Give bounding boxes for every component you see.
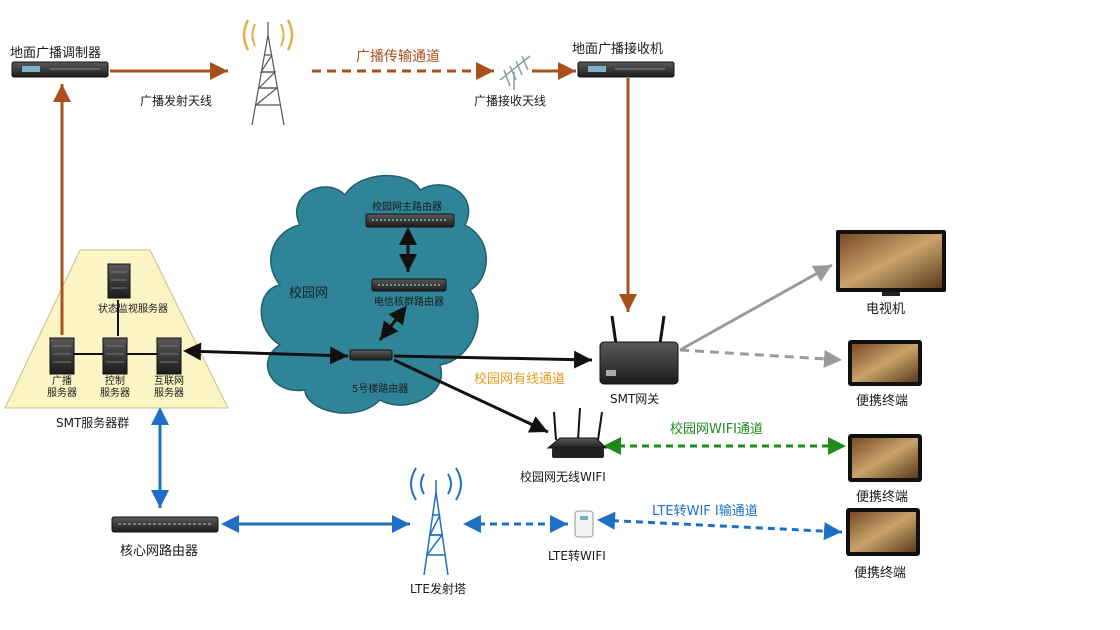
- modulator-label: 地面广播调制器: [10, 46, 102, 61]
- broadcast-server-label: 广播 服务器: [47, 376, 77, 399]
- lte-wifi-label: LTE转WIFI: [548, 549, 606, 563]
- tx-antenna-label: 广播发射天线: [140, 94, 213, 108]
- tv-device: [836, 230, 946, 296]
- receiver-device: [577, 61, 675, 78]
- status-server-device: [107, 263, 131, 299]
- internet-server-device: [156, 337, 182, 375]
- lte-tower-icon: [410, 467, 462, 576]
- building5-router-label: 5号楼路由器: [352, 384, 409, 395]
- portable3-label: 便携终端: [854, 566, 907, 581]
- campus-net-label: 校园网: [289, 286, 329, 301]
- arrow-gateway-portable1: [679, 348, 843, 368]
- internet-server-label: 互联网 服务器: [154, 376, 184, 399]
- smt-gateway-label: SMT网关: [610, 392, 660, 406]
- smt-gateway-device: [599, 315, 679, 385]
- status-server-label: 状态监视服务器: [98, 304, 168, 315]
- arrow-telecom-building5: [378, 305, 407, 341]
- rx-antenna-icon: [499, 55, 531, 90]
- portable2-label: 便携终端: [856, 490, 909, 505]
- telecom-router-label: 电信核群路由器: [374, 297, 444, 308]
- building5-router-device: [349, 349, 393, 361]
- modulator-device: [11, 61, 109, 78]
- control-server-device: [102, 337, 128, 375]
- wired-channel-label: 校园网有线通道: [474, 372, 566, 387]
- campus-main-router-device: [365, 213, 455, 228]
- arrow-building5-gateway: [393, 350, 593, 369]
- lte-tower-label: LTE发射塔: [410, 582, 466, 596]
- arrow-lte-wifi-portable3: [597, 511, 843, 541]
- lte-channel-label: LTE转WIF I输通道: [652, 504, 758, 519]
- campus-wifi-label: 校园网无线WIFI: [520, 470, 606, 484]
- rx-antenna-label: 广播接收天线: [474, 94, 547, 108]
- lte-wifi-device: [574, 510, 594, 538]
- portable2-device: [848, 434, 922, 482]
- smt-cluster-label: SMT服务器群: [56, 416, 130, 430]
- control-server-label: 控制 服务器: [100, 376, 130, 399]
- wifi-channel-label: 校园网WIFI通道: [670, 422, 763, 437]
- receiver-label: 地面广播接收机: [572, 42, 664, 57]
- tx-antenna-icon: [242, 19, 294, 126]
- arrow-gateway-tv: [679, 263, 833, 352]
- tv-label: 电视机: [866, 302, 906, 317]
- portable3-device: [846, 508, 920, 556]
- core-router-device: [111, 516, 219, 533]
- broadcast-channel-label: 广播传输通道: [356, 49, 440, 65]
- portable1-label: 便携终端: [856, 394, 909, 409]
- campus-wifi-device: [546, 407, 608, 458]
- core-router-label: 核心网路由器: [120, 544, 199, 559]
- arrow-cluster-building5: [183, 342, 349, 365]
- campus-main-router-label: 校园网主路由器: [372, 202, 442, 213]
- telecom-router-device: [371, 278, 447, 292]
- portable1-device: [848, 340, 922, 386]
- server-tree-lines: [74, 300, 157, 355]
- broadcast-server-device: [49, 337, 75, 375]
- arrow-building5-wifi: [393, 358, 549, 434]
